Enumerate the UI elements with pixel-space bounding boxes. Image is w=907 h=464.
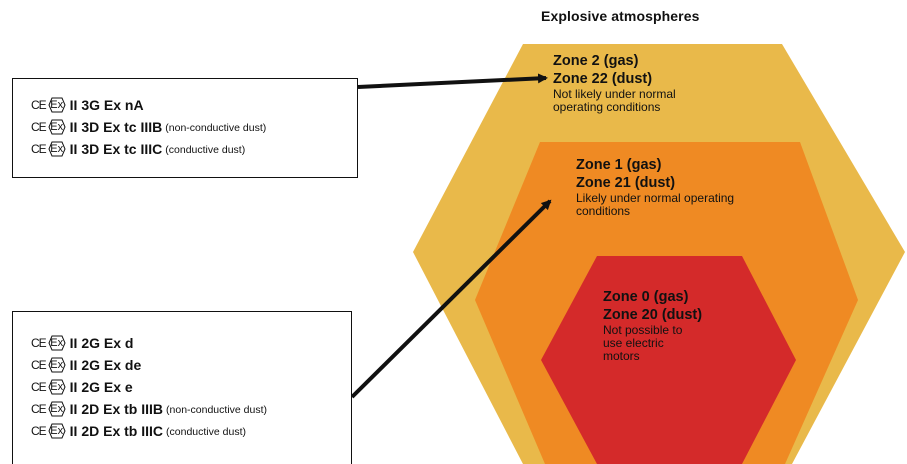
ex-hexagon-icon: Ex	[48, 141, 66, 157]
ex-hexagon-icon: Ex	[48, 97, 66, 113]
zone0-description: Not possible to use electric motors	[603, 323, 683, 363]
ce-mark: CE	[31, 142, 47, 156]
ex-symbol: Ex	[50, 425, 64, 437]
zone0-hexagon	[541, 256, 796, 464]
marking-note: (conductive dust)	[165, 144, 246, 156]
ce-mark: CE	[31, 380, 47, 394]
ex-symbol: Ex	[50, 359, 64, 371]
zone2-dust-title: Zone 22 (dust)	[553, 71, 653, 87]
ex-symbol: Ex	[50, 121, 64, 133]
zone1-label: Zone 1 (gas) Zone 21 (dust) Likely under…	[576, 156, 796, 218]
marking-text: II 2G Ex de	[69, 357, 142, 373]
ex-symbol: Ex	[50, 99, 64, 111]
category-2-markings-box: CE Ex II 2G Ex d CE Ex II 2G Ex de CE Ex…	[12, 311, 352, 464]
category-3-markings-box: CE Ex II 3G Ex nA CE Ex II 3D Ex tc IIIB…	[12, 78, 358, 178]
ce-mark: CE	[31, 336, 47, 350]
marking-row: CE Ex II 2G Ex e	[31, 376, 351, 398]
marking-text: II 2G Ex d	[69, 335, 134, 351]
marking-row: CE Ex II 2D Ex tb IIIC (conductive dust)	[31, 420, 351, 442]
arrow-to-zone2	[357, 73, 548, 89]
zone0-gas-title: Zone 0 (gas)	[603, 289, 689, 305]
ex-hexagon-icon: Ex	[48, 401, 66, 417]
arrow-to-zone1	[350, 199, 552, 399]
marking-text: II 2D Ex tb IIIC	[69, 423, 164, 439]
ex-symbol: Ex	[50, 403, 64, 415]
marking-row: CE Ex II 2D Ex tb IIIB (non-conductive d…	[31, 398, 351, 420]
ex-symbol: Ex	[50, 143, 64, 155]
marking-text: II 2G Ex e	[69, 379, 133, 395]
marking-note: (conductive dust)	[166, 426, 246, 438]
ex-hexagon-icon: Ex	[48, 357, 66, 373]
ex-symbol: Ex	[50, 337, 64, 349]
ex-hexagon-icon: Ex	[48, 119, 66, 135]
zone2-description: Not likely under normal operating condit…	[553, 87, 676, 114]
zone2-gas-title: Zone 2 (gas)	[553, 53, 639, 69]
zone2-label: Zone 2 (gas) Zone 22 (dust) Not likely u…	[553, 52, 753, 114]
marking-text: II 3D Ex tc IIIC	[69, 141, 163, 157]
zone0-dust-title: Zone 20 (dust)	[603, 307, 703, 323]
marking-note: (non-conductive dust)	[165, 122, 267, 134]
ce-mark: CE	[31, 402, 47, 416]
marking-text: II 3D Ex tc IIIB	[69, 119, 163, 135]
ex-symbol: Ex	[50, 381, 64, 393]
ce-mark: CE	[31, 424, 47, 438]
marking-text: II 2D Ex tb IIIB	[69, 401, 164, 417]
zone0-label: Zone 0 (gas) Zone 20 (dust) Not possible…	[603, 288, 743, 363]
ex-hexagon-icon: Ex	[48, 379, 66, 395]
ce-mark: CE	[31, 120, 47, 134]
zone1-description: Likely under normal operating conditions	[576, 191, 735, 218]
marking-note: (non-conductive dust)	[166, 404, 268, 416]
zone1-dust-title: Zone 21 (dust)	[576, 175, 676, 191]
marking-row: CE Ex II 3D Ex tc IIIC (conductive dust)	[31, 138, 357, 160]
ce-mark: CE	[31, 358, 47, 372]
ce-mark: CE	[31, 98, 47, 112]
marking-row: CE Ex II 3G Ex nA	[31, 94, 357, 116]
marking-text: II 3G Ex nA	[69, 97, 144, 113]
marking-row: CE Ex II 2G Ex de	[31, 354, 351, 376]
ex-hexagon-icon: Ex	[48, 335, 66, 351]
zone1-gas-title: Zone 1 (gas)	[576, 157, 662, 173]
ex-hexagon-icon: Ex	[48, 423, 66, 439]
marking-row: CE Ex II 3D Ex tc IIIB (non-conductive d…	[31, 116, 357, 138]
marking-row: CE Ex II 2G Ex d	[31, 332, 351, 354]
diagram-title: Explosive atmospheres	[541, 8, 700, 24]
